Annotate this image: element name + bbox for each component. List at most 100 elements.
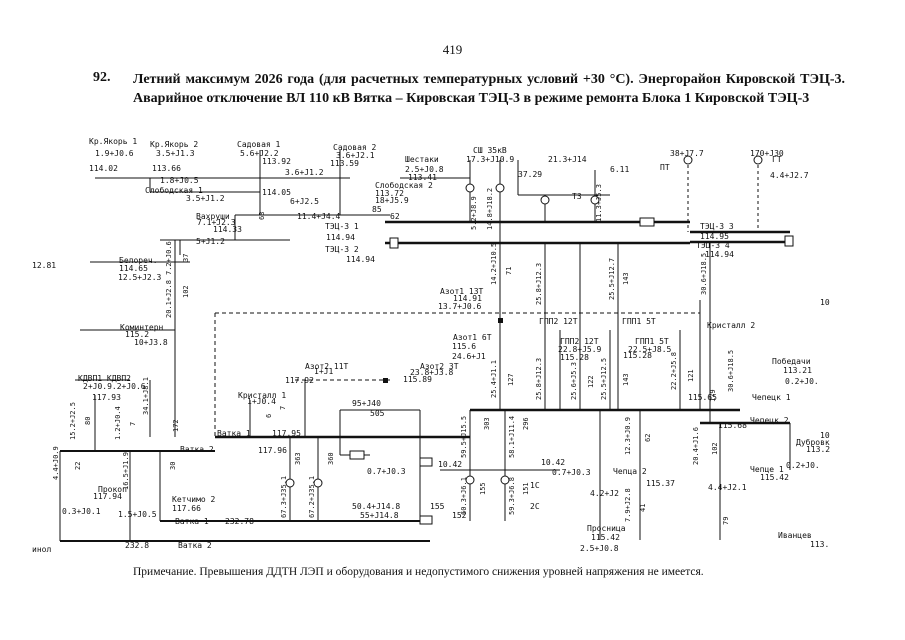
label: 24.6+J1	[452, 352, 486, 361]
label: СШ 35кВ	[473, 146, 507, 155]
label: Чепецк 2	[750, 416, 789, 425]
label: Слободская 1	[145, 185, 203, 195]
line-number: 363	[294, 452, 302, 465]
label: 22.8+J5.9	[558, 345, 602, 354]
label: 23.8+J3.8	[410, 368, 454, 377]
label: 38+J7.7	[670, 149, 704, 158]
label: Кр.Якорь 2	[150, 140, 198, 149]
label: ПТ	[660, 163, 670, 172]
label: 155	[430, 502, 445, 511]
label: ТЭЦ-3 1	[325, 222, 359, 231]
label: 18+J5.9	[375, 196, 409, 205]
label: 85	[372, 205, 382, 214]
page-number: 419	[442, 42, 463, 57]
line-number: 179	[709, 389, 717, 402]
label: 114.94	[326, 233, 355, 242]
flow-label: 14.8+J18.2	[486, 188, 494, 230]
label: Вахруши	[196, 212, 230, 221]
label: Чепце 1	[750, 465, 784, 474]
line-number: 102	[182, 285, 190, 298]
line-number: 143	[622, 272, 630, 285]
line-number: 37	[182, 254, 190, 262]
label: 17.3+J10.9	[466, 155, 514, 164]
label: 113.41	[408, 173, 437, 182]
flow-label: 22.2+J5.8	[670, 352, 678, 390]
label: 114.65	[119, 264, 148, 273]
label: Кр.Якорь 1	[89, 137, 137, 146]
label: Садовая 1	[237, 140, 281, 149]
label: Слободская 2	[375, 180, 433, 190]
label: 3.6+J2.1	[336, 151, 375, 160]
label: ТЭЦ-3 4	[696, 241, 730, 250]
scheme-lines	[59, 150, 791, 542]
label: Азот1 13Т	[440, 287, 484, 296]
marker	[498, 318, 503, 323]
label: Кристалл 2	[707, 321, 755, 330]
label: ГПП2 12Т	[560, 337, 599, 346]
flow-label: 16.5+J1.9	[122, 452, 130, 490]
line-number: 63	[258, 212, 266, 220]
line-number: 22	[74, 462, 82, 470]
label: Садовая 2	[333, 143, 377, 152]
label: Ватка 2	[180, 445, 214, 454]
label: 115.65	[688, 393, 717, 402]
label: 505	[370, 409, 385, 418]
label: Дубровк	[796, 437, 830, 447]
label: 0.2+J0.	[786, 461, 820, 470]
flow-label: 59.3+J6.8	[508, 477, 516, 515]
label: 10+J3.8	[134, 338, 168, 347]
label: 13.7+J0.6	[438, 302, 482, 311]
label: 2.5+J0.8	[405, 165, 444, 174]
label: 3.5+J1.2	[186, 194, 225, 203]
line-number: 143	[622, 373, 630, 386]
label: Иванцев	[778, 531, 812, 540]
flow-label: 30.6+J18.5	[700, 253, 708, 295]
label: Кетчимо 2	[172, 495, 216, 504]
flow-label: 34.1+J8.1	[142, 377, 150, 415]
label: КДВП1 КДВП2	[78, 374, 131, 383]
line-number: 71	[505, 267, 513, 275]
label: ГПП1 5Т	[622, 317, 656, 326]
line-number: 41	[639, 504, 647, 512]
label: 4.2+J2	[590, 489, 619, 498]
flow-label: 59.5+J15.5	[460, 416, 468, 458]
label: 114.02	[89, 164, 118, 173]
label: Прокоп	[98, 485, 127, 494]
label: 2.5+J0.8	[580, 544, 619, 553]
label: ГПП2 12Т	[539, 317, 578, 326]
flow-label: 15.2+J2.5	[69, 402, 77, 440]
flow-label: 7.2+J0.6	[165, 241, 173, 275]
line-number: 80	[84, 417, 92, 425]
label: 117.94	[93, 492, 122, 501]
line-number: 296	[522, 417, 530, 430]
label: ГПП1 5Т	[635, 337, 669, 346]
label: 113.2	[806, 445, 830, 454]
label: 117.93	[92, 393, 121, 402]
line-number: 172	[172, 419, 180, 432]
line-number: 360	[327, 452, 335, 465]
label: 6.11	[610, 165, 629, 174]
label: 62	[390, 212, 400, 221]
label: Азот2 11Т	[305, 362, 349, 371]
marker	[383, 378, 388, 383]
label: 4.4+J2.1	[708, 483, 747, 492]
line-number: 127	[507, 373, 515, 386]
label: Т3	[572, 192, 582, 201]
flow-label: 14.2+J10.5	[490, 243, 498, 285]
label: 115.42	[760, 473, 789, 482]
line-number: 6	[265, 414, 273, 418]
label: 3.5+J1.3	[156, 149, 195, 158]
label: 117.95	[272, 429, 301, 438]
flow-label: 4.4+J0.9	[52, 446, 60, 480]
label: 10	[820, 298, 830, 307]
line-number: 7	[279, 406, 287, 410]
label: 3.6+J1.2	[285, 168, 324, 177]
label: Чепца 2	[613, 467, 647, 476]
switches	[285, 155, 794, 525]
line-number: 7	[129, 422, 137, 426]
label: 115.42	[591, 533, 620, 542]
section-title: Летний максимум 2026 года (для расчетных…	[133, 72, 845, 106]
vertical-flow-labels: 5.2+J8.9 14.8+J18.2 11.3+J5.3 7.2+J0.6 2…	[52, 184, 735, 522]
node-labels: Кр.Якорь 1 1.9+J0.6 114.02 Кр.Якорь 2 3.…	[32, 137, 830, 554]
power-scheme: Кр.Якорь 1 1.9+J0.6 114.02 Кр.Якорь 2 3.…	[32, 137, 830, 554]
